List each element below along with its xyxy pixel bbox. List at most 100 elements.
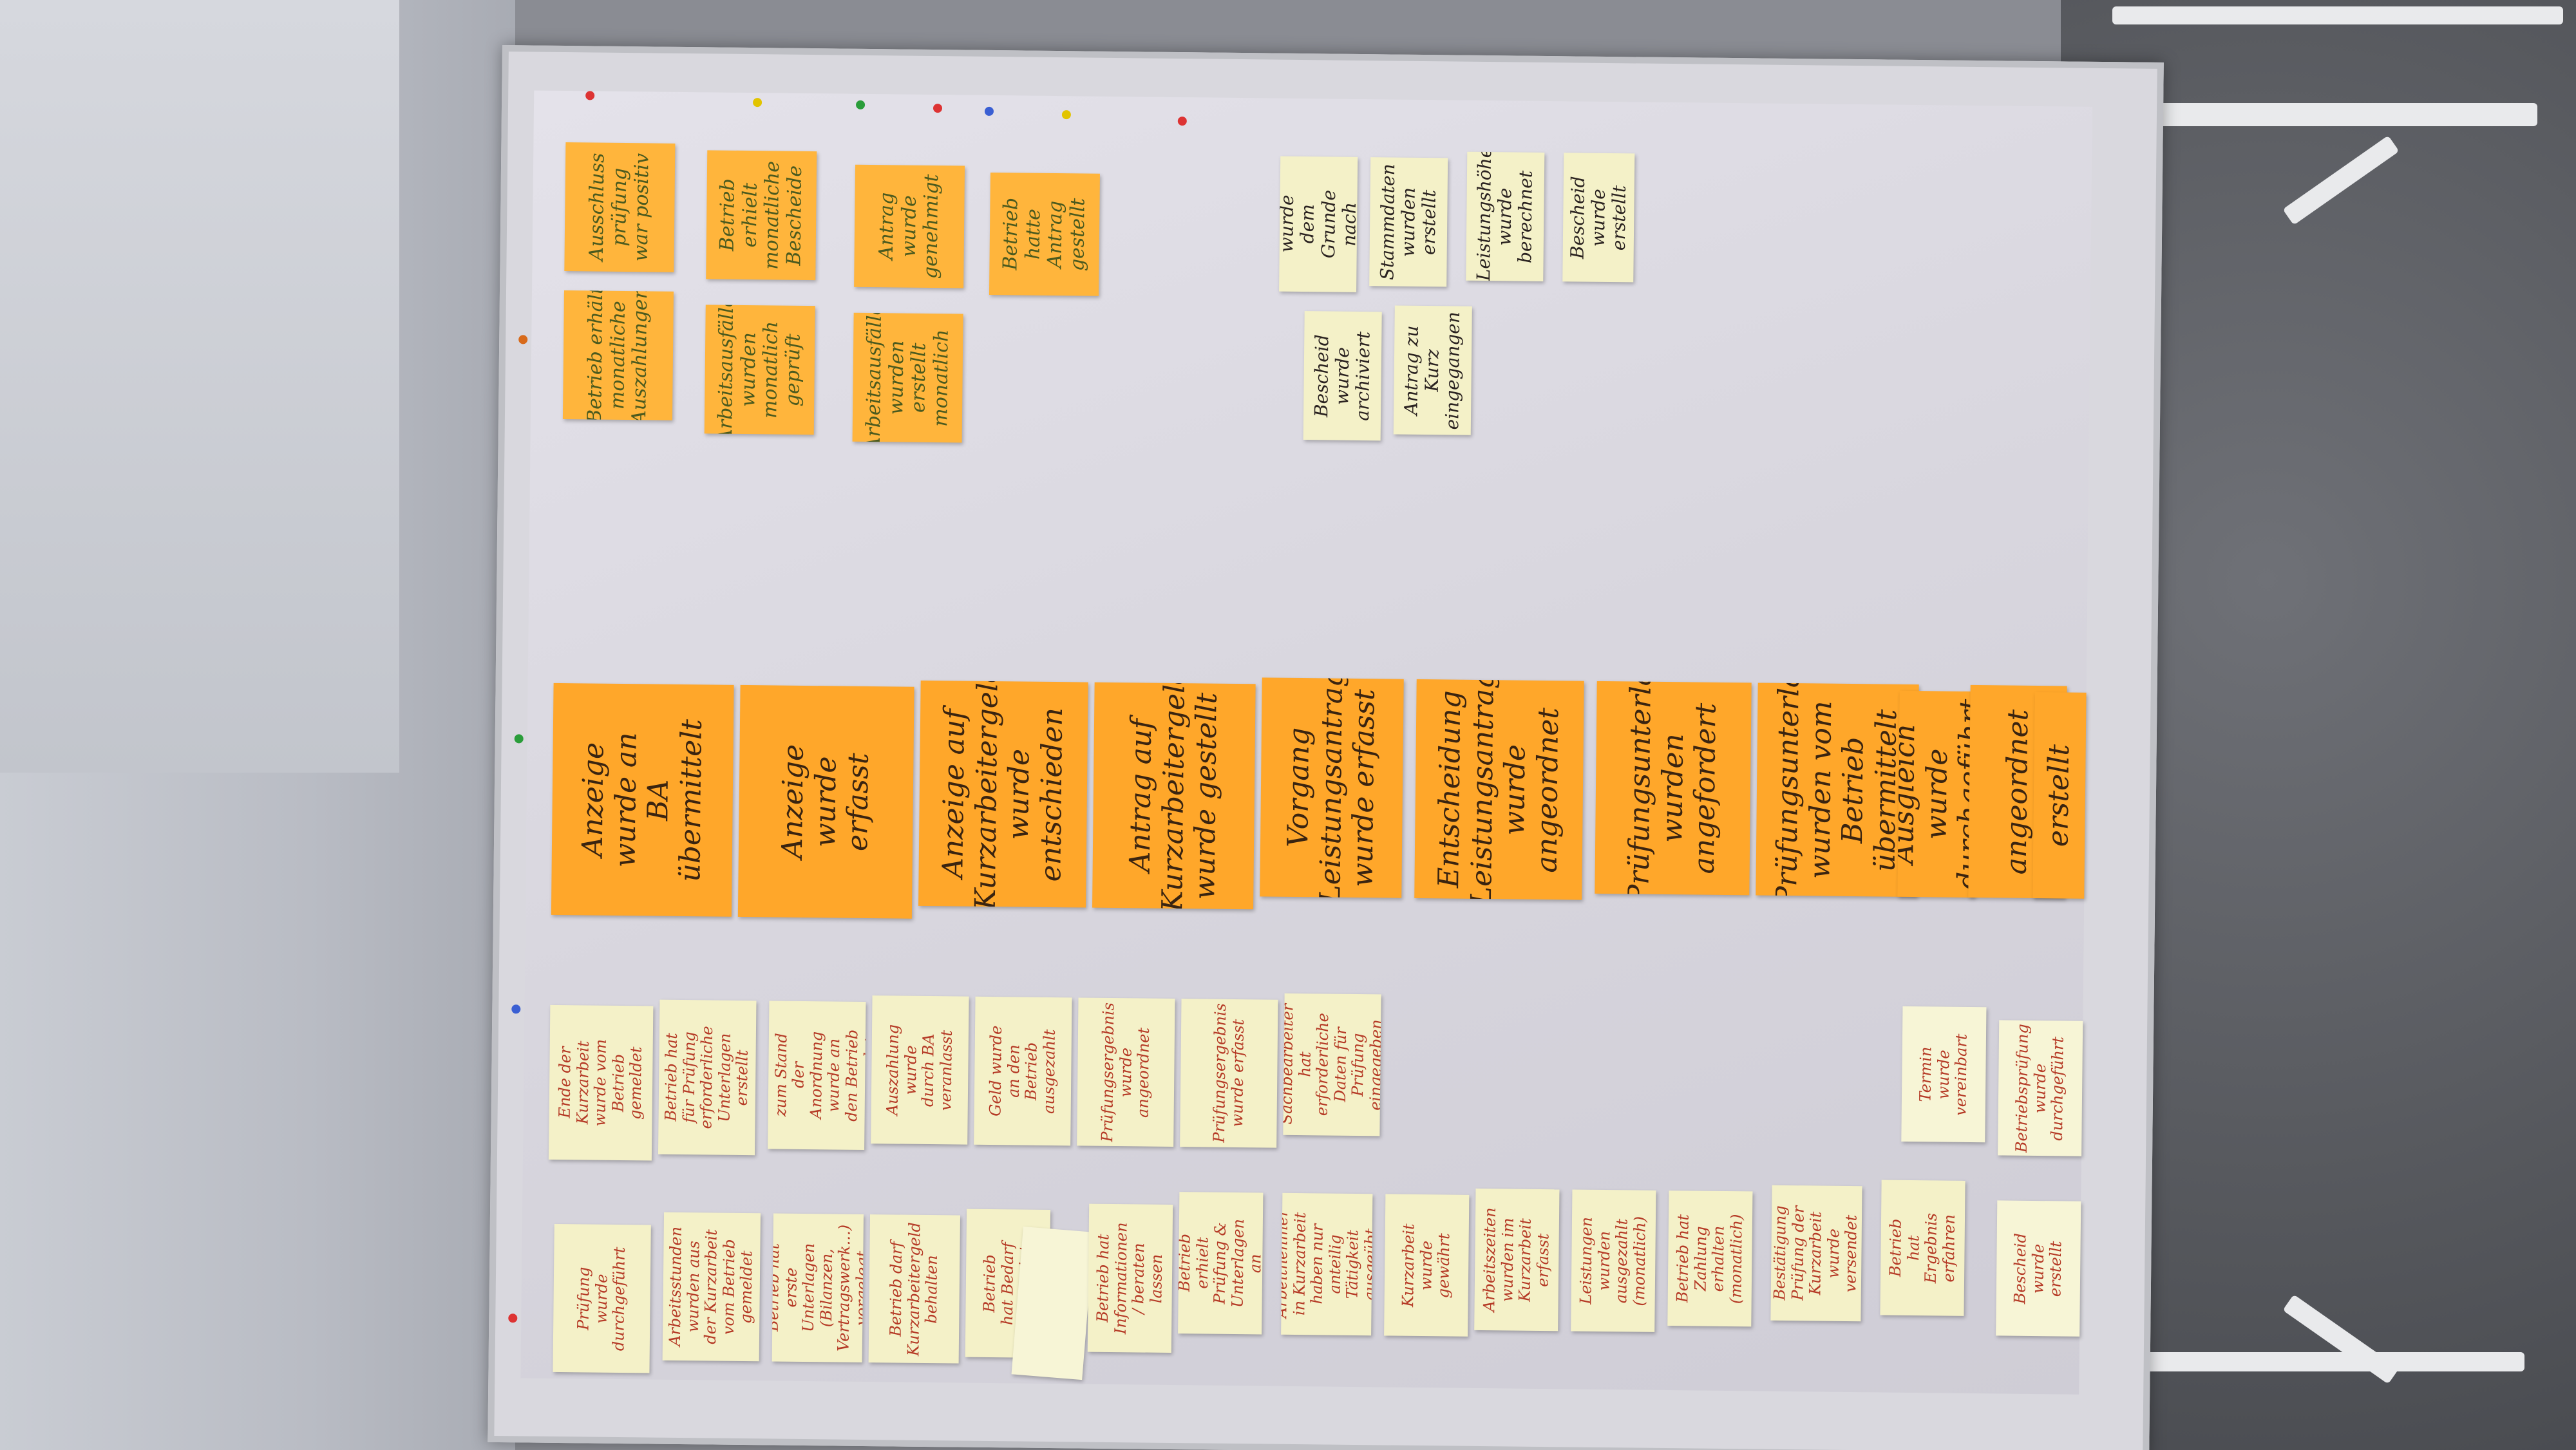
sticky-note: Bescheid zum Stand der Anordnung wurde a… — [768, 1001, 866, 1150]
note-text: Betrieb erhielt monatliche Bescheide — [715, 160, 806, 270]
pin — [518, 335, 528, 344]
sticky-note: Antrag auf Kurzarbeitergeld wurde gestel… — [1092, 682, 1256, 910]
note-text: Entscheidung Leistungsantrag wurde angeo… — [1432, 679, 1565, 900]
pin — [511, 1004, 521, 1014]
sticky-note: Prüfungsergebnis wurde erfasst — [1180, 999, 1278, 1148]
pin — [753, 98, 762, 108]
note-text: Betrieb erhält monatliche Auszahlungen — [583, 290, 652, 420]
sticky-note: Leistungshöhe wurde berechnet — [1466, 151, 1545, 281]
note-text: Prüfungsunterlagen wurden vom Betrieb üb… — [1770, 683, 1903, 898]
sticky-note: Arbeitsausfälle wurden erstellt monatlic… — [852, 312, 963, 443]
note-text: Leistungen wurden ausgezahlt (monatlich) — [1577, 1216, 1649, 1306]
pin — [508, 1313, 518, 1323]
note-text: Ende der Kurzarbeit wurde vom Betrieb ge… — [555, 1039, 646, 1127]
note-text: Bescheid zum Stand der Anordnung wurde a… — [768, 1030, 866, 1122]
sticky-note-blank — [1011, 1227, 1094, 1380]
sticky-note: erstellt — [2032, 692, 2087, 899]
sticky-note: Prüfungsunterlagen wurden angefordert — [1595, 681, 1752, 896]
pin — [1177, 116, 1187, 126]
sticky-note: Bestätigung Prüfung der Kurzarbeit wurde… — [1770, 1185, 1862, 1322]
sticky-note: Bescheid wurde erstellt — [1562, 153, 1635, 283]
note-text: Stammdaten wurden erstellt — [1376, 163, 1440, 280]
sticky-note: Anzeige wurde an BA übermittelt — [551, 683, 734, 917]
note-text: Arbeitszeiten wurden im Kurzarbeit erfas… — [1480, 1207, 1553, 1312]
note-text: Betrieb darf Kurzarbeitergeld behalten — [886, 1221, 942, 1356]
note-text: Arbeitnehmer in Kurzarbeit haben nur ant… — [1281, 1209, 1373, 1319]
note-text: Betrieb hat Zahlung erhalten (monatlich) — [1673, 1214, 1746, 1304]
sticky-note: Sachbearbeiter hat erforderliche Daten f… — [1283, 993, 1381, 1136]
note-text: Betriebsprüfung wurde durchgeführt — [2012, 1023, 2067, 1153]
sticky-note: Antrag wurde genehmigt — [854, 164, 965, 288]
note-text: Kurzarbeit wurde gewährt — [1399, 1223, 1454, 1307]
note-text: Bescheid wurde erstellt — [2011, 1232, 2065, 1304]
note-text: Anzeige wurde erfasst — [775, 744, 875, 859]
sticky-note: Kurzarbeit wurde gewährt — [1384, 1194, 1470, 1337]
sticky-note: Prüfungsunterlagen wurden vom Betrieb üb… — [1756, 683, 1919, 898]
sticky-note: Arbeitsstunden wurden aus der Kurzarbeit… — [662, 1212, 761, 1362]
sticky-note: Auszahlung wurde durch BA veranlasst — [871, 995, 969, 1145]
pin — [1061, 110, 1071, 120]
pin — [585, 91, 595, 100]
note-text: erstellt — [2041, 744, 2076, 847]
sticky-note: Arbeitszeiten wurden im Kurzarbeit erfas… — [1474, 1188, 1560, 1332]
note-text: Betrieb hat Ergebnis erfahren — [1886, 1212, 1958, 1284]
note-text: Bescheid wurde archiviert — [1310, 331, 1374, 421]
sticky-note: Ende der Kurzarbeit wurde vom Betrieb ge… — [548, 1004, 654, 1161]
sticky-note: Antrag zu Kurz eingegangen — [1393, 305, 1472, 435]
left-wall — [0, 0, 515, 1450]
note-text: Arbeitsausfälle wurden monatlich geprüft — [714, 305, 804, 435]
sticky-note: Betrieb hat Ergebnis erfahren — [1880, 1180, 1965, 1316]
sticky-note: Betrieb hat Zahlung erhalten (monatlich) — [1667, 1191, 1753, 1327]
note-text: Arbeitsstunden wurden aus der Kurzarbeit… — [665, 1226, 756, 1347]
pin — [855, 100, 866, 109]
table-leg — [2282, 135, 2400, 225]
sticky-note: Betrieb darf Kurzarbeitergeld behalten — [868, 1214, 961, 1364]
note-text: Antrag zu Kurz eingegangen — [1400, 311, 1464, 430]
sticky-note: Betrieb erhielt Prüfung & Unterlagen an — [1178, 1192, 1264, 1335]
sticky-note: Termin wurde vereinbart — [1901, 1006, 1987, 1143]
note-text: Vorgang Leistungsantrag wurde erfasst — [1282, 677, 1381, 898]
note-text: Antrag wurde genehmigt — [875, 174, 943, 279]
sticky-note: Leistungen wurden ausgezahlt (monatlich) — [1571, 1189, 1656, 1332]
sticky-note: Betriebsprüfung wurde durchgeführt — [1998, 1020, 2083, 1156]
whiteboard-surface: Ausschluss prüfung war positiv Betrieb e… — [508, 90, 2093, 1395]
note-text: Termin wurde vereinbart — [1916, 1033, 1971, 1116]
note-text: Prüfungsunterlagen wurden angefordert — [1622, 681, 1723, 896]
note-text: Prüfungsergebnis wurde erfasst — [1209, 1003, 1247, 1144]
note-text: Bestätigung Prüfung der Kurzarbeit wurde… — [1770, 1205, 1861, 1301]
note-text: Ausschluss prüfung war positiv — [585, 153, 654, 262]
note-text: Betrieb erhielt Prüfung & Unterlagen an — [1178, 1218, 1264, 1308]
note-text: Betrieb hat Informationen / beraten lass… — [1094, 1222, 1166, 1335]
sticky-note: Bescheid wurde erstellt — [1996, 1200, 2081, 1337]
whiteboard: Ausschluss prüfung war positiv Betrieb e… — [488, 45, 2164, 1450]
note-text: Geld wurde an den Betrieb ausgezahlt — [986, 1025, 1059, 1116]
note-text: Prüfung wurde durchgeführt — [574, 1247, 629, 1351]
sticky-note: Bescheid wurde archiviert — [1303, 311, 1382, 441]
pin — [933, 104, 943, 113]
note-text: Betrieb hat erste Unterlagen (Bilanzen, … — [772, 1225, 864, 1352]
note-text: Arbeitsausfälle wurden erstellt monatlic… — [862, 312, 952, 443]
sticky-note: Arbeitnehmer in Kurzarbeit haben nur ant… — [1281, 1192, 1373, 1336]
pin — [514, 734, 524, 744]
note-text: Anzeige wurde an BA übermittelt — [576, 719, 708, 882]
sticky-note: Ausgleich wurde durchgeführt — [1897, 690, 1977, 898]
note-text: Anzeige auf Kurzarbeitergeld wurde entsc… — [936, 680, 1069, 908]
note-text: Sachbearbeiter hat erforderliche Daten f… — [1283, 1003, 1381, 1125]
sticky-note: Betrieb hat für Prüfung erforderliche Un… — [658, 999, 757, 1156]
note-text: Leistungshöhe wurde berechnet — [1472, 151, 1537, 281]
sticky-note: Ausschluss prüfung war positiv — [564, 142, 676, 272]
note-text: Bescheid wurde erstellt — [1566, 175, 1630, 259]
note-text: Antrag wurde dem Grunde nach geprüft — [1279, 190, 1358, 259]
sticky-note: Stammdaten wurden erstellt — [1369, 157, 1448, 287]
note-text: Ausgleich wurde durchgeführt — [1897, 699, 1977, 890]
sticky-note: Prüfung wurde durchgeführt — [553, 1223, 651, 1373]
wall-panel — [0, 0, 399, 773]
note-text: Betrieb hat für Prüfung erforderliche Un… — [661, 1026, 752, 1129]
note-text: Betrieb hatte Antrag gestellt — [999, 197, 1090, 272]
note-text — [1050, 1268, 1056, 1339]
sticky-note: Betrieb hat Informationen / beraten lass… — [1087, 1203, 1173, 1353]
note-text: Prüfungsergebnis wurde angeordnet — [1097, 1002, 1153, 1142]
sticky-note: Betrieb erhielt monatliche Bescheide — [706, 150, 817, 281]
sticky-note: Antrag wurde dem Grunde nach geprüft — [1279, 156, 1358, 292]
pin — [984, 106, 994, 116]
